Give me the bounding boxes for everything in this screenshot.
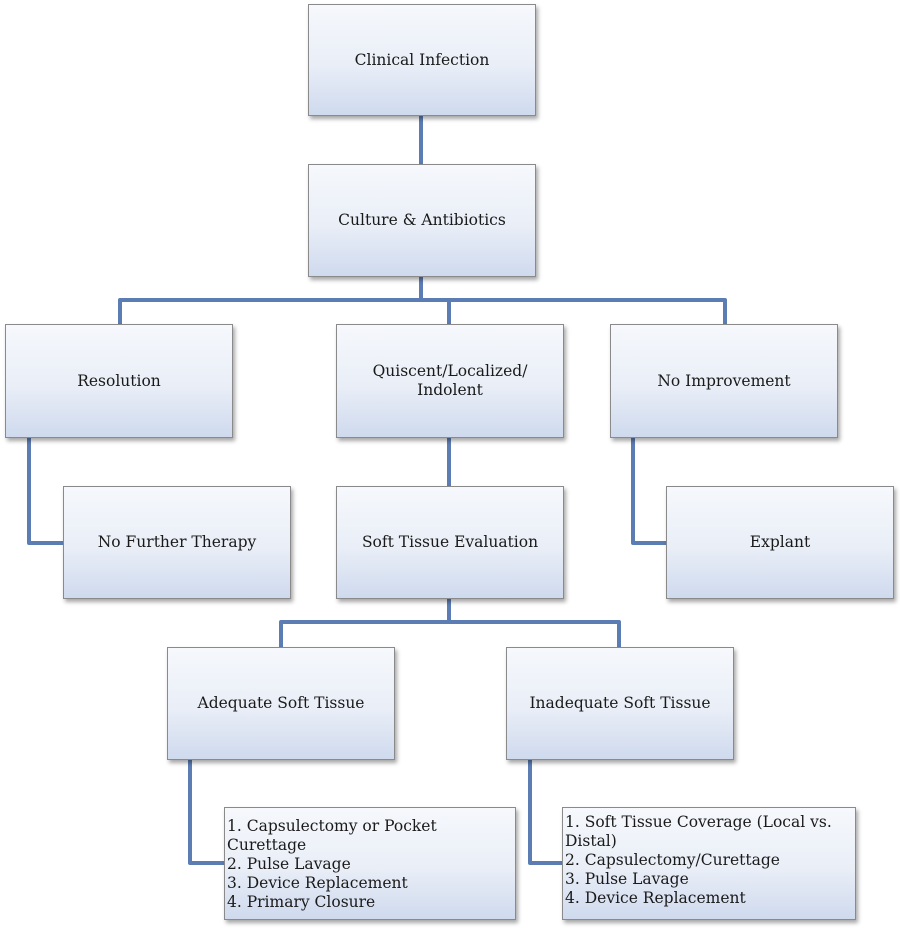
node-label: Adequate Soft Tissue (197, 694, 365, 712)
node-label: Clinical Infection (354, 50, 490, 69)
node-label: Explant (749, 533, 811, 551)
node-adequate-soft-tissue: Adequate Soft Tissue (167, 647, 395, 760)
node-label: No Improvement (657, 371, 791, 390)
edge-inadequate-to-steps (528, 760, 562, 865)
edge-resolution-to-no-further-therapy (27, 438, 63, 545)
node-quiscent-localized-indolent: Quiscent/Localized/ Indolent (336, 324, 564, 438)
node-inadequate-steps: 1. Soft Tissue Coverage (Local vs. Dista… (562, 807, 856, 920)
node-soft-tissue-evaluation: Soft Tissue Evaluation (336, 486, 564, 599)
edge-branch-horizontal-top (118, 298, 727, 324)
step-item: 3. Pulse Lavage (565, 870, 689, 888)
node-label: Soft Tissue Evaluation (361, 533, 539, 551)
node-label: No Further Therapy (97, 533, 257, 551)
node-label: Culture & Antibiotics (338, 211, 506, 229)
node-adequate-steps: 1. Capsulectomy or Pocket Curettage 2. P… (224, 807, 516, 920)
steps-list: 1. Soft Tissue Coverage (Local vs. Dista… (565, 813, 850, 908)
node-clinical-infection: Clinical Infection (308, 4, 536, 116)
step-item: 4. Device Replacement (565, 889, 746, 907)
node-label: Inadequate Soft Tissue (529, 694, 711, 712)
edge-adequate-to-steps (188, 760, 224, 865)
node-no-improvement: No Improvement (610, 324, 838, 438)
step-item: 1. Capsulectomy or Pocket Curettage (227, 817, 437, 854)
node-no-further-therapy: No Further Therapy (63, 486, 291, 599)
node-culture-antibiotics: Culture & Antibiotics (308, 164, 536, 277)
steps-list: 1. Capsulectomy or Pocket Curettage 2. P… (227, 817, 515, 912)
node-explant: Explant (666, 486, 894, 599)
step-item: 4. Primary Closure (227, 893, 376, 911)
edge-branch-horizontal-bottom (279, 620, 621, 647)
node-inadequate-soft-tissue: Inadequate Soft Tissue (506, 647, 734, 760)
step-item: 2. Capsulectomy/Curettage (565, 851, 780, 869)
step-item: 3. Device Replacement (227, 874, 408, 892)
node-label: Quiscent/Localized/ Indolent (372, 362, 528, 399)
node-label: Resolution (77, 371, 161, 390)
step-item: 2. Pulse Lavage (227, 855, 351, 873)
edge-no-improvement-to-explant (631, 438, 666, 545)
node-resolution: Resolution (5, 324, 233, 438)
step-item: 1. Soft Tissue Coverage (Local vs. Dista… (565, 813, 832, 850)
